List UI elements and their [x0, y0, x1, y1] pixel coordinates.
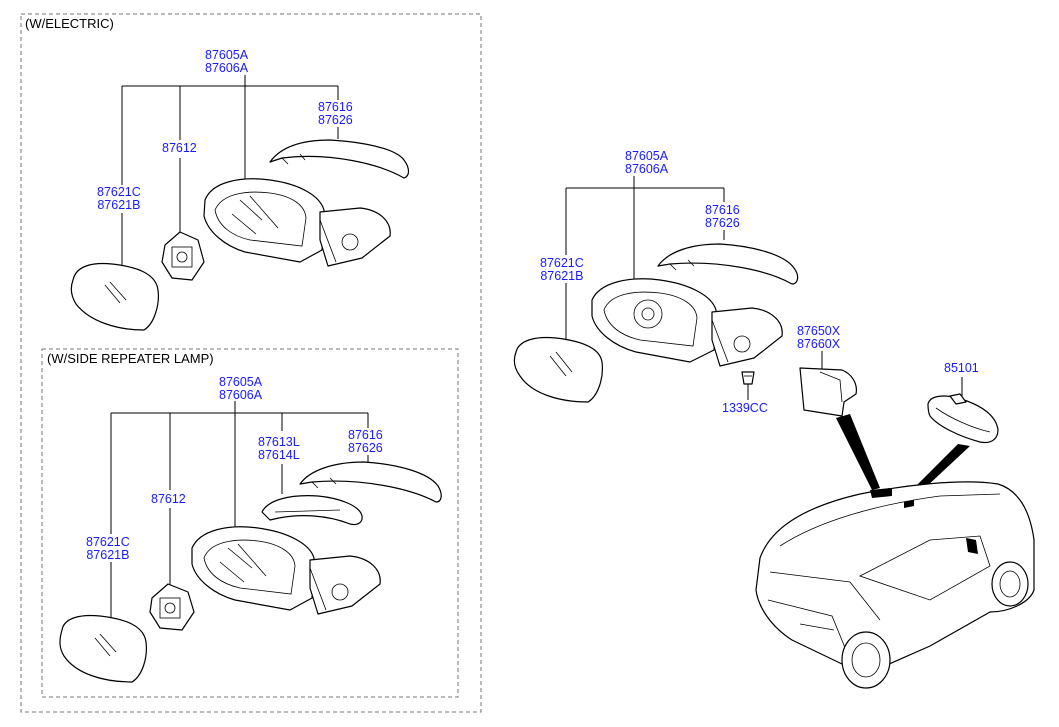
part-number: 87660X [797, 337, 841, 351]
repeater-cover-label[interactable]: 87616 87626 [348, 429, 383, 455]
part-number: 87621B [97, 198, 141, 212]
repeater-section-frame [41, 348, 459, 698]
part-number: 87616 [318, 100, 353, 114]
repeater-section-title: (W/SIDE REPEATER LAMP) [47, 351, 214, 366]
electric-mirror-glass [70, 262, 159, 331]
inside-rearview-mirror [927, 393, 999, 444]
manual-cover-label[interactable]: 87616 87626 [705, 204, 740, 230]
part-number: 87621B [86, 548, 130, 562]
repeater-mirror-housing [191, 526, 381, 615]
manual-glass-label[interactable]: 87621C 87621B [540, 257, 584, 283]
part-number: 87606A [219, 388, 263, 402]
repeater-scalp-cover [299, 461, 442, 503]
part-number: 87613L [258, 435, 300, 449]
part-number: 87605A [625, 149, 669, 163]
part-number: 87650X [797, 324, 841, 338]
electric-scalp-cover [269, 139, 410, 179]
manual-mirror-glass [513, 336, 603, 403]
part-number: 87614L [258, 448, 300, 462]
electric-glass-label[interactable]: 87621C 87621B [97, 186, 141, 212]
repeater-assy-label[interactable]: 87605A 87606A [219, 376, 262, 402]
repeater-actuator [149, 583, 195, 631]
part-number: 87606A [625, 162, 669, 176]
part-number: 87616 [348, 428, 383, 442]
inside-leaders [821, 351, 963, 396]
repeater-actuator-label[interactable]: 87612 [151, 492, 186, 506]
inside-mirror-cover [799, 367, 857, 417]
electric-actuator [161, 231, 205, 281]
inside-cover-label[interactable]: 87650X 87660X [797, 325, 840, 351]
part-number: 87621C [540, 256, 584, 270]
part-number: 87605A [219, 375, 263, 389]
manual-mirror-housing [591, 278, 783, 367]
part-number: 87626 [318, 113, 353, 127]
manual-leaders [565, 176, 749, 400]
electric-mirror-housing [203, 178, 391, 267]
electric-section-frame [20, 13, 482, 713]
repeater-lamp-label[interactable]: 87613L 87614L [258, 436, 300, 462]
manual-screw-label[interactable]: 1339CC [722, 401, 768, 415]
repeater-leaders [110, 401, 369, 618]
repeater-glass-label[interactable]: 87621C 87621B [86, 536, 130, 562]
electric-assy-label[interactable]: 87605A 87606A [205, 49, 248, 75]
vehicle-illustration [755, 481, 1035, 689]
part-number: 87626 [348, 441, 383, 455]
electric-actuator-label[interactable]: 87612 [162, 141, 197, 155]
repeater-lamp [261, 495, 363, 526]
manual-scalp-cover [657, 243, 799, 285]
manual-assy-label[interactable]: 87605A 87606A [625, 150, 668, 176]
part-number: 87621C [97, 185, 141, 199]
part-number: 87606A [205, 61, 249, 75]
manual-screw [741, 371, 755, 385]
electric-leaders [121, 75, 339, 268]
electric-cover-label[interactable]: 87616 87626 [318, 101, 353, 127]
inside-mirror-label[interactable]: 85101 [944, 361, 979, 375]
repeater-mirror-glass [59, 614, 147, 683]
part-number: 87616 [705, 203, 740, 217]
electric-section-title: (W/ELECTRIC) [25, 16, 114, 31]
part-number: 87621B [540, 269, 584, 283]
part-number: 87626 [705, 216, 740, 230]
part-number: 87605A [205, 48, 249, 62]
part-number: 87621C [86, 535, 130, 549]
